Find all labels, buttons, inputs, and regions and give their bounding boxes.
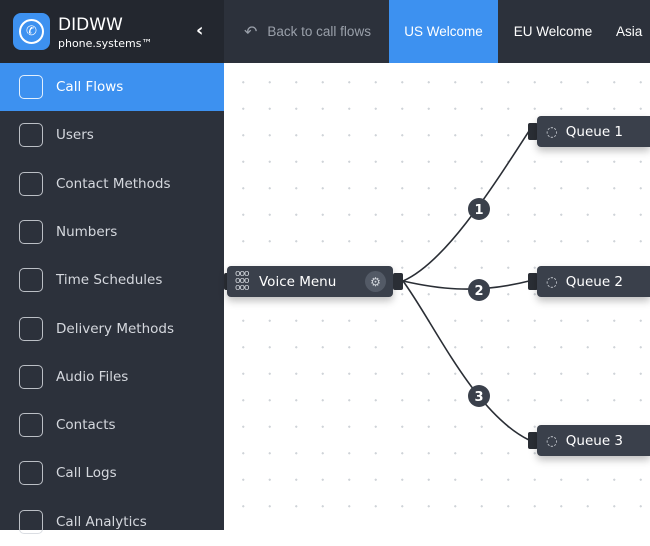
queue-2-input-port[interactable] [528, 273, 538, 290]
queue-3-input-port[interactable] [528, 432, 538, 449]
sidebar-item-call-analytics[interactable]: Call Analytics [0, 498, 224, 546]
sidebar-item-label: Call Logs [56, 465, 117, 482]
back-to-call-flows-link[interactable]: ↶Back to call flows [244, 23, 371, 41]
sidebar-item-numbers[interactable]: Numbers [0, 208, 224, 256]
audio-file-icon [19, 364, 43, 389]
queue-icon: ◌ [546, 432, 558, 449]
brand-header: ✆ DIDWW phone.systems™ ‹ [0, 0, 224, 63]
delivery-icon [19, 316, 43, 341]
queue-2-node[interactable]: ◌Queue 2 [537, 266, 650, 297]
svg-text:2: 2 [474, 284, 483, 299]
brand-subtitle: phone.systems™ [58, 37, 153, 50]
queue-icon: ◌ [546, 273, 558, 290]
sidebar-item-call-logs[interactable]: Call Logs [0, 449, 224, 497]
sidebar-item-audio-files[interactable]: Audio Files [0, 353, 224, 401]
sidebar-item-label: Numbers [56, 223, 118, 240]
flow-edges: 1 2 3 [402, 130, 530, 441]
sidebar-item-label: Delivery Methods [56, 320, 174, 337]
analytics-icon [19, 509, 43, 534]
queue-3-node[interactable]: ◌Queue 3 [537, 425, 650, 456]
edge-3 [402, 280, 530, 441]
numbers-icon [19, 219, 43, 244]
sidebar-item-contacts[interactable]: Contacts [0, 401, 224, 449]
sidebar-item-time-schedules[interactable]: Time Schedules [0, 256, 224, 304]
contacts-icon [19, 413, 43, 438]
calendar-icon [19, 268, 43, 293]
output-port[interactable] [393, 273, 403, 290]
sidebar-item-label: Call Flows [56, 79, 124, 95]
option-badge-3[interactable]: 3 [468, 385, 490, 407]
tab-asia[interactable]: Asia [616, 24, 643, 39]
option-badge-2[interactable]: 2 [468, 279, 490, 301]
sidebar-item-label: Time Schedules [56, 272, 163, 289]
sidebar-item-delivery-methods[interactable]: Delivery Methods [0, 305, 224, 353]
call-logs-icon [19, 461, 43, 486]
tab-us-welcome[interactable]: US Welcome [389, 0, 498, 63]
sidebar-item-label: Audio Files [56, 368, 129, 385]
queue-icon: ◌ [546, 123, 558, 140]
brand-name: DIDWW [58, 15, 123, 35]
sidebar-item-label: Contact Methods [56, 175, 171, 192]
settings-gear-icon[interactable]: ⚙ [365, 271, 386, 292]
contact-methods-icon [19, 171, 43, 196]
svg-text:3: 3 [474, 390, 483, 405]
phone-logo-icon: ✆ [13, 13, 50, 50]
edge-1 [402, 130, 530, 282]
undo-arrow-icon: ↶ [244, 23, 258, 41]
svg-text:1: 1 [474, 203, 483, 218]
collapse-sidebar-button[interactable]: ‹ [196, 20, 204, 41]
queue-1-input-port[interactable] [528, 123, 538, 140]
sidebar-item-users[interactable]: Users [0, 111, 224, 159]
option-badge-1[interactable]: 1 [468, 198, 490, 220]
tab-eu-welcome[interactable]: EU Welcome [513, 24, 593, 39]
sidebar-item-label: Call Analytics [56, 513, 147, 530]
sidebar-item-contact-methods[interactable]: Contact Methods [0, 160, 224, 208]
tab-bar: ↶Back to call flows US Welcome EU Welcom… [224, 0, 650, 63]
edge-2 [402, 280, 530, 290]
call-flows-icon [19, 75, 43, 99]
sidebar-item-label: Contacts [56, 417, 116, 434]
queue-1-node[interactable]: ◌Queue 1 [537, 116, 650, 147]
users-icon [19, 123, 43, 148]
sidebar-item-label: Users [56, 127, 94, 144]
sidebar-item-call-flows[interactable]: Call Flows [0, 63, 224, 111]
